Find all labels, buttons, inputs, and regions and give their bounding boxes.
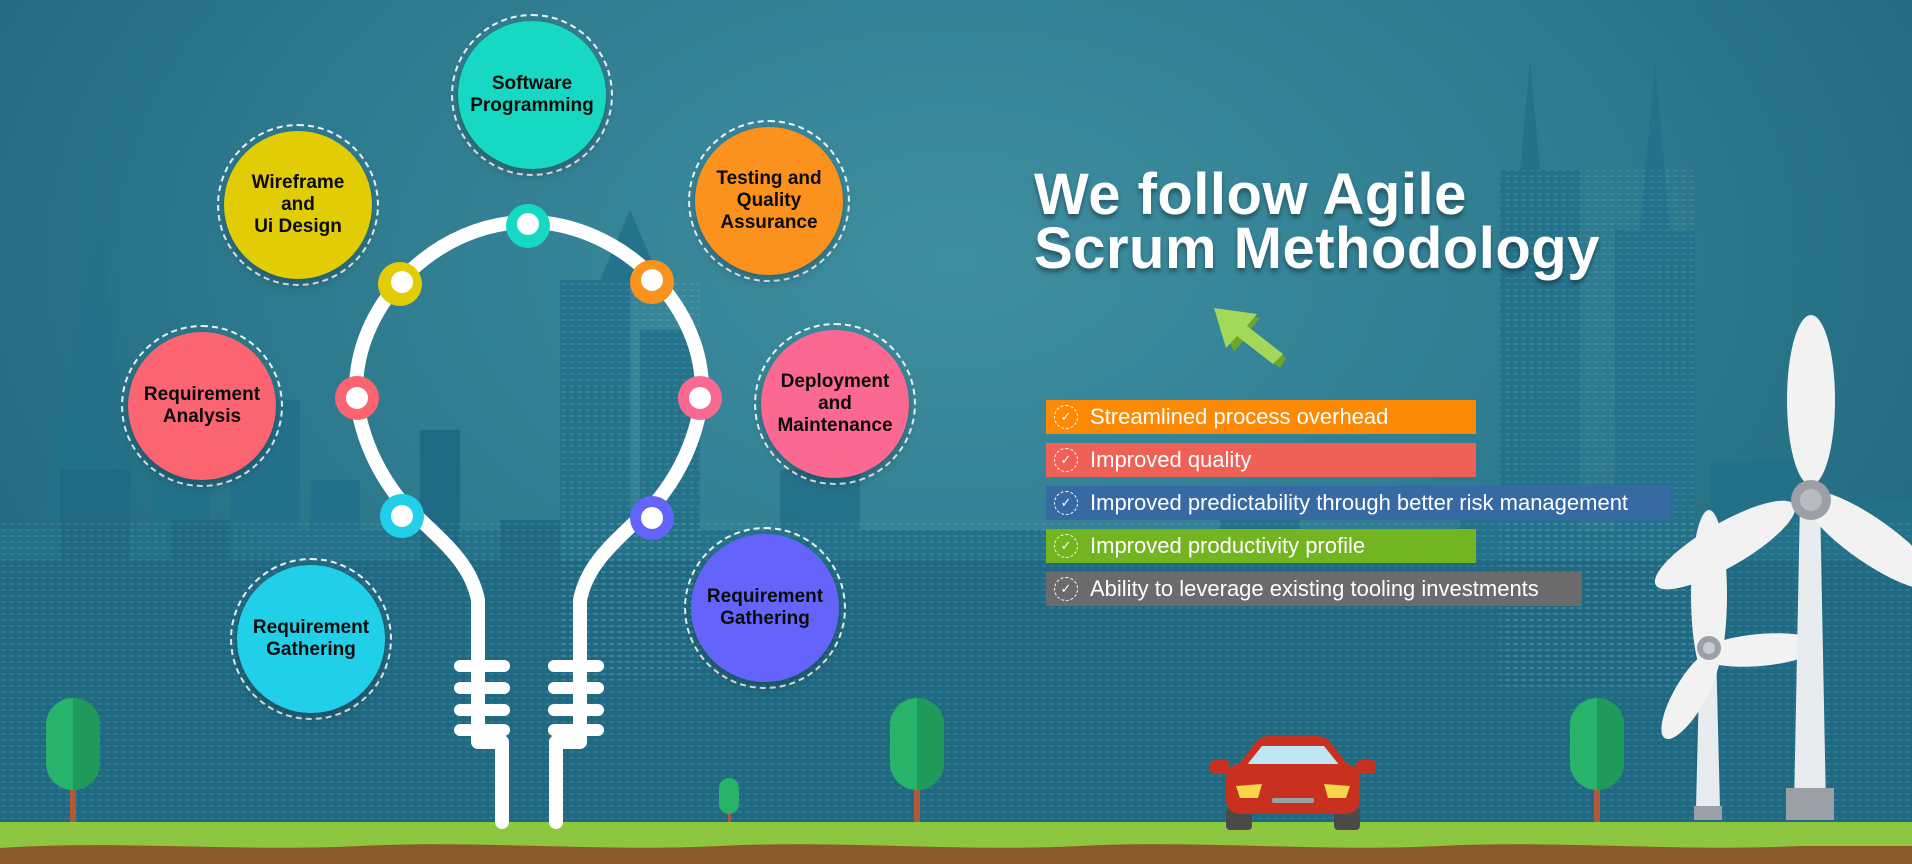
benefit-text: Improved predictability through better r… xyxy=(1090,490,1629,515)
phase-label: Deployment and Maintenance xyxy=(777,371,893,436)
benefit-text: Improved quality xyxy=(1090,447,1252,472)
phase-label: Requirement Gathering xyxy=(706,586,824,629)
check-icon: ✓ xyxy=(1054,491,1078,515)
tree-icon xyxy=(719,778,739,822)
benefit-item: ✓ Ability to leverage existing tooling i… xyxy=(1046,572,1582,606)
phase-label: Testing and Quality Assurance xyxy=(716,168,822,233)
phase-label: Requirement Gathering xyxy=(252,617,370,660)
bubble-ring xyxy=(684,527,846,689)
tree-icon xyxy=(890,698,944,822)
phase-bubble-deployment-maintenance: Deployment and Maintenance xyxy=(761,330,909,478)
wind-turbine-icon xyxy=(1654,315,1912,820)
bubble-ring xyxy=(688,120,850,282)
benefit-item: ✓ Improved productivity profile xyxy=(1046,529,1476,563)
bubble-ring xyxy=(230,558,392,720)
phase-bubble-testing-qa: Testing and Quality Assurance xyxy=(695,127,843,275)
wind-turbine-icon xyxy=(1661,510,1820,820)
headline: We follow Agile Scrum Methodology xyxy=(1034,162,1600,281)
check-icon: ✓ xyxy=(1054,534,1078,558)
phase-bubble-requirement-analysis: Requirement Analysis xyxy=(128,332,276,480)
bubble-ring xyxy=(217,124,379,286)
check-icon: ✓ xyxy=(1054,577,1078,601)
benefit-text: Ability to leverage existing tooling inv… xyxy=(1090,576,1539,601)
phase-bubble-software-programming: Software Programming xyxy=(458,21,606,169)
check-icon: ✓ xyxy=(1054,405,1078,429)
headline-line-2: Scrum Methodology xyxy=(1034,216,1600,281)
ground-soil xyxy=(0,844,1912,864)
phase-bubble-wireframe-ui-design: Wireframe and Ui Design xyxy=(224,131,372,279)
benefit-item: ✓ Improved predictability through better… xyxy=(1046,486,1671,520)
arrow-icon xyxy=(1214,308,1286,368)
benefit-item: ✓ Streamlined process overhead xyxy=(1046,400,1476,434)
benefit-item: ✓ Improved quality xyxy=(1046,443,1476,477)
tree-icon xyxy=(1570,698,1624,822)
phase-label: Software Programming xyxy=(470,73,594,116)
bubble-ring xyxy=(121,325,283,487)
check-icon: ✓ xyxy=(1054,448,1078,472)
tree-icon xyxy=(46,698,100,822)
phase-bubble-requirement-gathering-right: Requirement Gathering xyxy=(691,534,839,682)
bubble-ring xyxy=(754,323,916,485)
car-icon xyxy=(1210,736,1376,830)
bulb-nodes xyxy=(335,204,722,540)
phase-label: Requirement Analysis xyxy=(143,384,261,427)
bubble-ring xyxy=(451,14,613,176)
headline-line-1: We follow Agile xyxy=(1034,162,1467,227)
benefit-text: Streamlined process overhead xyxy=(1090,404,1389,429)
phase-bubble-requirement-gathering-left: Requirement Gathering xyxy=(237,565,385,713)
benefit-text: Improved productivity profile xyxy=(1090,533,1366,558)
phase-label: Wireframe and Ui Design xyxy=(251,172,345,237)
